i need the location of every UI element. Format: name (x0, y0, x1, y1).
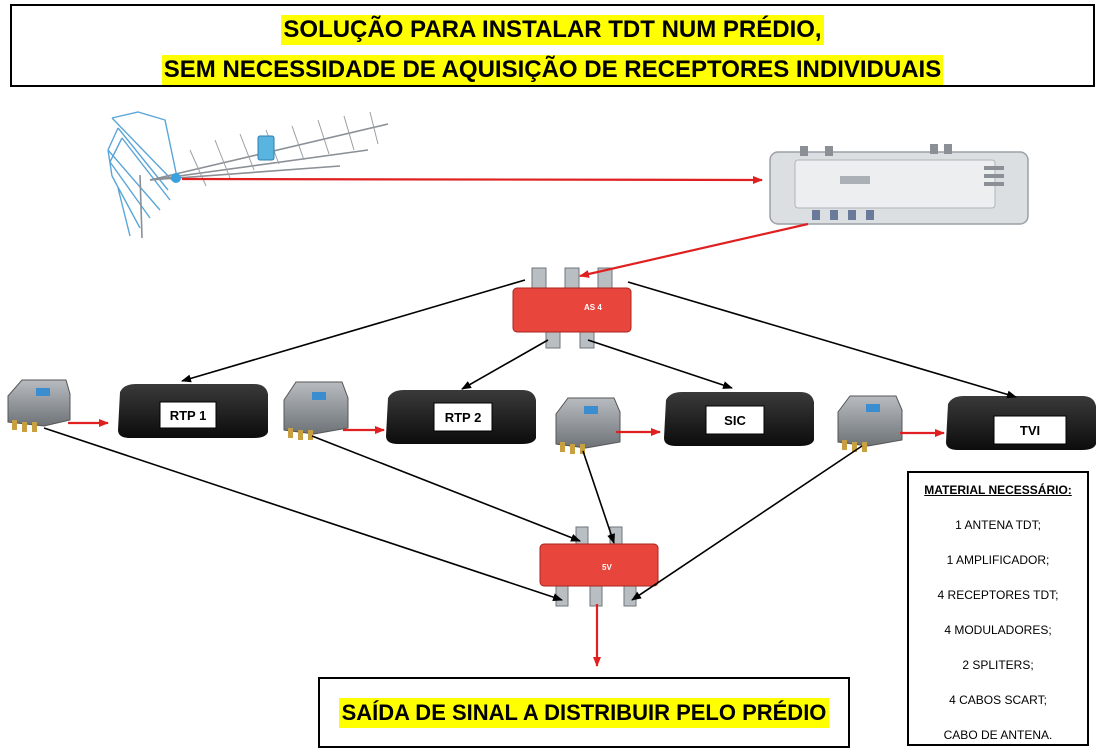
arrow-antenna-to-amplifier (181, 175, 763, 184)
cable-splitter-to-tvi (627, 281, 1017, 399)
cable-splitter-to-rtp2 (461, 339, 549, 390)
output-label: SAÍDA DE SINAL A DISTRIBUIR PELO PRÉDIO (338, 697, 830, 728)
antenna-icon (107, 111, 389, 239)
title-box: SOLUÇÃO PARA INSTALAR TDT NUM PRÉDIO, SE… (10, 4, 1095, 87)
modulator-3-icon (555, 397, 621, 454)
cable-modulator4-to-splitter (631, 445, 863, 601)
receiver-rtp1: RTP 1 (118, 384, 268, 438)
receiver-label-tvi: TVI (1020, 423, 1040, 438)
material-item-splitters: 2 SPLITERS; (962, 658, 1034, 672)
output-box: SAÍDA DE SINAL A DISTRIBUIR PELO PRÉDIO (318, 677, 850, 748)
title-line-2: SEM NECESSIDADE DE AQUISIÇÃO DE RECEPTOR… (161, 55, 944, 85)
cable-modulator2-to-splitter (311, 435, 581, 542)
material-item-amplifier: 1 AMPLIFICADOR; (946, 553, 1050, 567)
splitter-top-icon: AS 4 (512, 267, 632, 349)
title-line-1: SOLUÇÃO PARA INSTALAR TDT NUM PRÉDIO, (281, 15, 824, 45)
material-item-scart-cables: 4 CABOS SCART; (949, 693, 1047, 707)
cable-modulator3-to-splitter (582, 450, 615, 544)
cable-modulator1-to-splitter (43, 427, 563, 601)
amplifier-icon (769, 144, 1029, 225)
receiver-rtp2: RTP 2 (386, 390, 536, 444)
svg-text:5V: 5V (602, 563, 612, 572)
receiver-label-rtp1: RTP 1 (170, 408, 207, 423)
receiver-label-rtp2: RTP 2 (445, 410, 482, 425)
cable-splitter-to-rtp1 (181, 279, 526, 383)
modulator-4-icon (837, 395, 903, 452)
material-item-receivers: 4 RECEPTORES TDT; (937, 588, 1059, 602)
material-item-modulators: 4 MODULADORES; (944, 623, 1052, 637)
material-title: MATERIAL NECESSÁRIO: (924, 483, 1072, 497)
receiver-sic: SIC (664, 392, 814, 446)
modulator-1-icon (7, 379, 71, 432)
material-item-antenna-cable: CABO DE ANTENA. (943, 728, 1053, 742)
material-item-antenna: 1 ANTENA TDT; (955, 518, 1041, 532)
receiver-label-sic: SIC (724, 413, 746, 428)
receiver-tvi: TVI (946, 396, 1096, 450)
material-box: MATERIAL NECESSÁRIO: 1 ANTENA TDT; 1 AMP… (907, 471, 1089, 746)
modulator-2-icon (283, 381, 349, 440)
splitter-bottom-icon: 5V (539, 526, 659, 607)
cable-splitter-to-sic (587, 339, 733, 389)
arrow-amplifier-to-splitter (579, 222, 809, 278)
svg-text:AS 4: AS 4 (584, 303, 602, 312)
